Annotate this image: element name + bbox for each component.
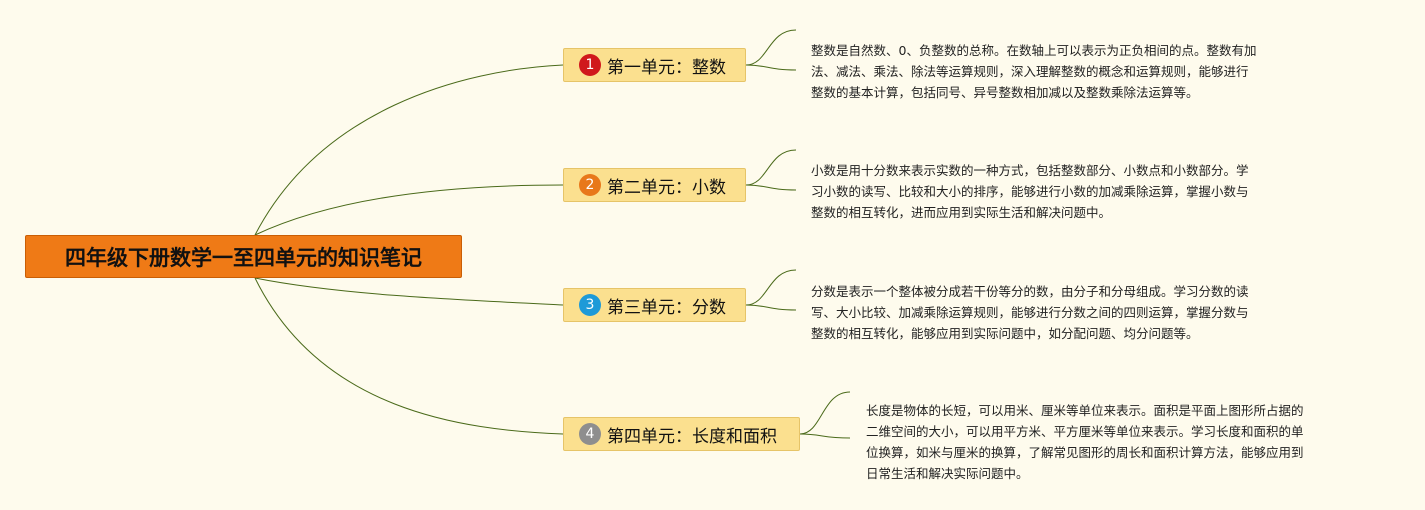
note-line: 小数是用十分数来表示实数的一种方式，包括整数部分、小数点和小数部分。学 <box>811 163 1249 178</box>
connector-note-top-1 <box>745 29 797 66</box>
topic-unit-1[interactable]: 1 第一单元：整数 <box>563 48 746 82</box>
topic-unit-4[interactable]: 4 第四单元：长度和面积 <box>563 417 800 451</box>
connector-note-bottom-3 <box>745 304 797 311</box>
note-line: 二维空间的大小，可以用平方米、平方厘米等单位来表示。学习长度和面积的单 <box>866 424 1304 439</box>
number-3-icon: 3 <box>579 294 601 316</box>
connector-note-bottom-2 <box>745 184 797 191</box>
connector-note-bottom-1 <box>745 64 797 71</box>
connector-root-unit-2 <box>254 184 564 236</box>
topic-unit-2[interactable]: 2 第二单元：小数 <box>563 168 746 202</box>
connector-note-top-2 <box>745 149 797 186</box>
note-line: 整数的基本计算，包括同号、异号整数相加减以及整数乘除法运算等。 <box>811 85 1199 100</box>
note-unit-3: 分数是表示一个整体被分成若干份等分的数，由分子和分母组成。学习分数的读 写、大小… <box>811 281 1249 344</box>
root-title: 四年级下册数学一至四单元的知识笔记 <box>65 245 422 270</box>
note-unit-4: 长度是物体的长短，可以用米、厘米等单位来表示。面积是平面上图形所占据的 二维空间… <box>866 400 1304 484</box>
number-1-icon: 1 <box>579 54 601 76</box>
note-line: 整数是自然数、0、负整数的总称。在数轴上可以表示为正负相间的点。整数有加 <box>811 43 1257 58</box>
topic-unit-3[interactable]: 3 第三单元：分数 <box>563 288 746 322</box>
connector-root-unit-3 <box>254 277 564 306</box>
connector-note-top-3 <box>745 269 797 306</box>
note-unit-2: 小数是用十分数来表示实数的一种方式，包括整数部分、小数点和小数部分。学 习小数的… <box>811 160 1249 223</box>
root-topic[interactable]: 四年级下册数学一至四单元的知识笔记 <box>25 235 462 278</box>
note-line: 写、大小比较、加减乘除运算规则，能够进行分数之间的四则运算，掌握分数与 <box>811 305 1249 320</box>
connector-note-top-4 <box>799 391 851 435</box>
topic-label: 第三单元：分数 <box>607 297 726 318</box>
topic-label: 第二单元：小数 <box>607 177 726 198</box>
note-unit-1: 整数是自然数、0、负整数的总称。在数轴上可以表示为正负相间的点。整数有加 法、减… <box>811 40 1256 103</box>
connector-note-bottom-4 <box>799 433 851 439</box>
topic-label: 第四单元：长度和面积 <box>607 426 777 447</box>
note-line: 分数是表示一个整体被分成若干份等分的数，由分子和分母组成。学习分数的读 <box>811 284 1249 299</box>
note-line: 整数的相互转化，进而应用到实际生活和解决问题中。 <box>811 205 1112 220</box>
connector-root-unit-1 <box>254 64 564 236</box>
note-line: 习小数的读写、比较和大小的排序，能够进行小数的加减乘除运算，掌握小数与 <box>811 184 1249 199</box>
topic-label: 第一单元：整数 <box>607 57 726 78</box>
number-2-icon: 2 <box>579 174 601 196</box>
number-4-icon: 4 <box>579 423 601 445</box>
connector-root-unit-4 <box>254 277 564 435</box>
note-line: 整数的相互转化，能够应用到实际问题中，如分配问题、均分问题等。 <box>811 326 1199 341</box>
note-line: 日常生活和解决实际问题中。 <box>866 466 1029 481</box>
note-line: 长度是物体的长短，可以用米、厘米等单位来表示。面积是平面上图形所占据的 <box>866 403 1304 418</box>
note-line: 法、减法、乘法、除法等运算规则，深入理解整数的概念和运算规则，能够进行 <box>811 64 1249 79</box>
note-line: 位换算，如米与厘米的换算，了解常见图形的周长和面积计算方法，能够应用到 <box>866 445 1304 460</box>
